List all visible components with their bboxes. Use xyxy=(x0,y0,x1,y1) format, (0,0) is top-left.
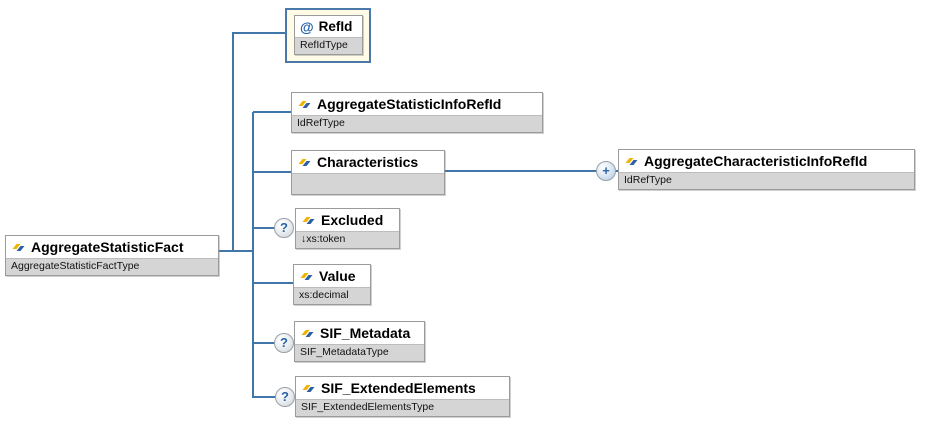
element-type xyxy=(292,173,444,194)
attribute-icon: @ xyxy=(300,18,314,35)
element-type: xs:decimal xyxy=(294,287,370,304)
expand-icon[interactable]: + xyxy=(596,161,616,181)
node-title-row: SIF_Metadata xyxy=(295,322,424,344)
optional-badge: ? xyxy=(275,387,295,407)
node-title-row: @ RefId xyxy=(295,16,362,37)
node-sif-extended-elements[interactable]: SIF_ExtendedElements SIF_ExtendedElement… xyxy=(295,376,510,417)
node-value[interactable]: Value xs:decimal xyxy=(293,264,371,305)
node-aggregate-characteristic-info-refid[interactable]: AggregateCharacteristicInfoRefId IdRefTy… xyxy=(618,149,915,190)
node-title-row: Value xyxy=(294,265,370,287)
node-excluded[interactable]: Excluded ↓xs:token xyxy=(295,208,400,249)
attribute-name: RefId xyxy=(318,19,353,34)
element-name: Characteristics xyxy=(317,154,419,170)
element-name: AggregateStatisticInfoRefId xyxy=(317,96,502,112)
element-icon xyxy=(302,216,315,224)
node-aggregate-statistic-fact[interactable]: AggregateStatisticFact AggregateStatisti… xyxy=(5,235,219,276)
node-title-row: AggregateStatisticInfoRefId xyxy=(292,93,542,115)
element-type: SIF_ExtendedElementsType xyxy=(296,399,509,416)
element-type: IdRefType xyxy=(619,172,914,189)
node-title-row: Excluded xyxy=(296,209,399,231)
node-title-row: AggregateCharacteristicInfoRefId xyxy=(619,150,914,172)
element-icon xyxy=(300,272,313,280)
node-aggregate-statistic-info-refid[interactable]: AggregateStatisticInfoRefId IdRefType xyxy=(291,92,543,133)
element-icon xyxy=(301,329,314,337)
attribute-type: RefIdType xyxy=(295,37,362,54)
node-refid-attribute[interactable]: @ RefId RefIdType xyxy=(294,15,363,55)
node-sif-metadata[interactable]: SIF_Metadata SIF_MetadataType xyxy=(294,321,425,362)
element-type: AggregateStatisticFactType xyxy=(6,258,218,275)
element-type: SIF_MetadataType xyxy=(295,344,424,361)
attributes-container: @ RefId RefIdType xyxy=(285,8,371,63)
element-name: SIF_ExtendedElements xyxy=(321,380,476,396)
optional-badge: ? xyxy=(274,218,294,238)
element-name: Excluded xyxy=(321,212,384,228)
element-name: Value xyxy=(319,268,356,284)
node-title-row: AggregateStatisticFact xyxy=(6,236,218,258)
element-type: ↓xs:token xyxy=(296,231,399,248)
element-name: SIF_Metadata xyxy=(320,325,411,341)
element-icon xyxy=(625,157,638,165)
element-icon xyxy=(302,384,315,392)
element-icon xyxy=(298,100,311,108)
element-icon xyxy=(12,243,25,251)
element-type: IdRefType xyxy=(292,115,542,132)
node-title-row: SIF_ExtendedElements xyxy=(296,377,509,399)
node-title-row: Characteristics xyxy=(292,151,444,173)
node-characteristics[interactable]: Characteristics xyxy=(291,150,445,195)
element-icon xyxy=(298,158,311,166)
element-name: AggregateCharacteristicInfoRefId xyxy=(644,153,868,169)
optional-badge: ? xyxy=(274,333,294,353)
element-name: AggregateStatisticFact xyxy=(31,239,184,255)
